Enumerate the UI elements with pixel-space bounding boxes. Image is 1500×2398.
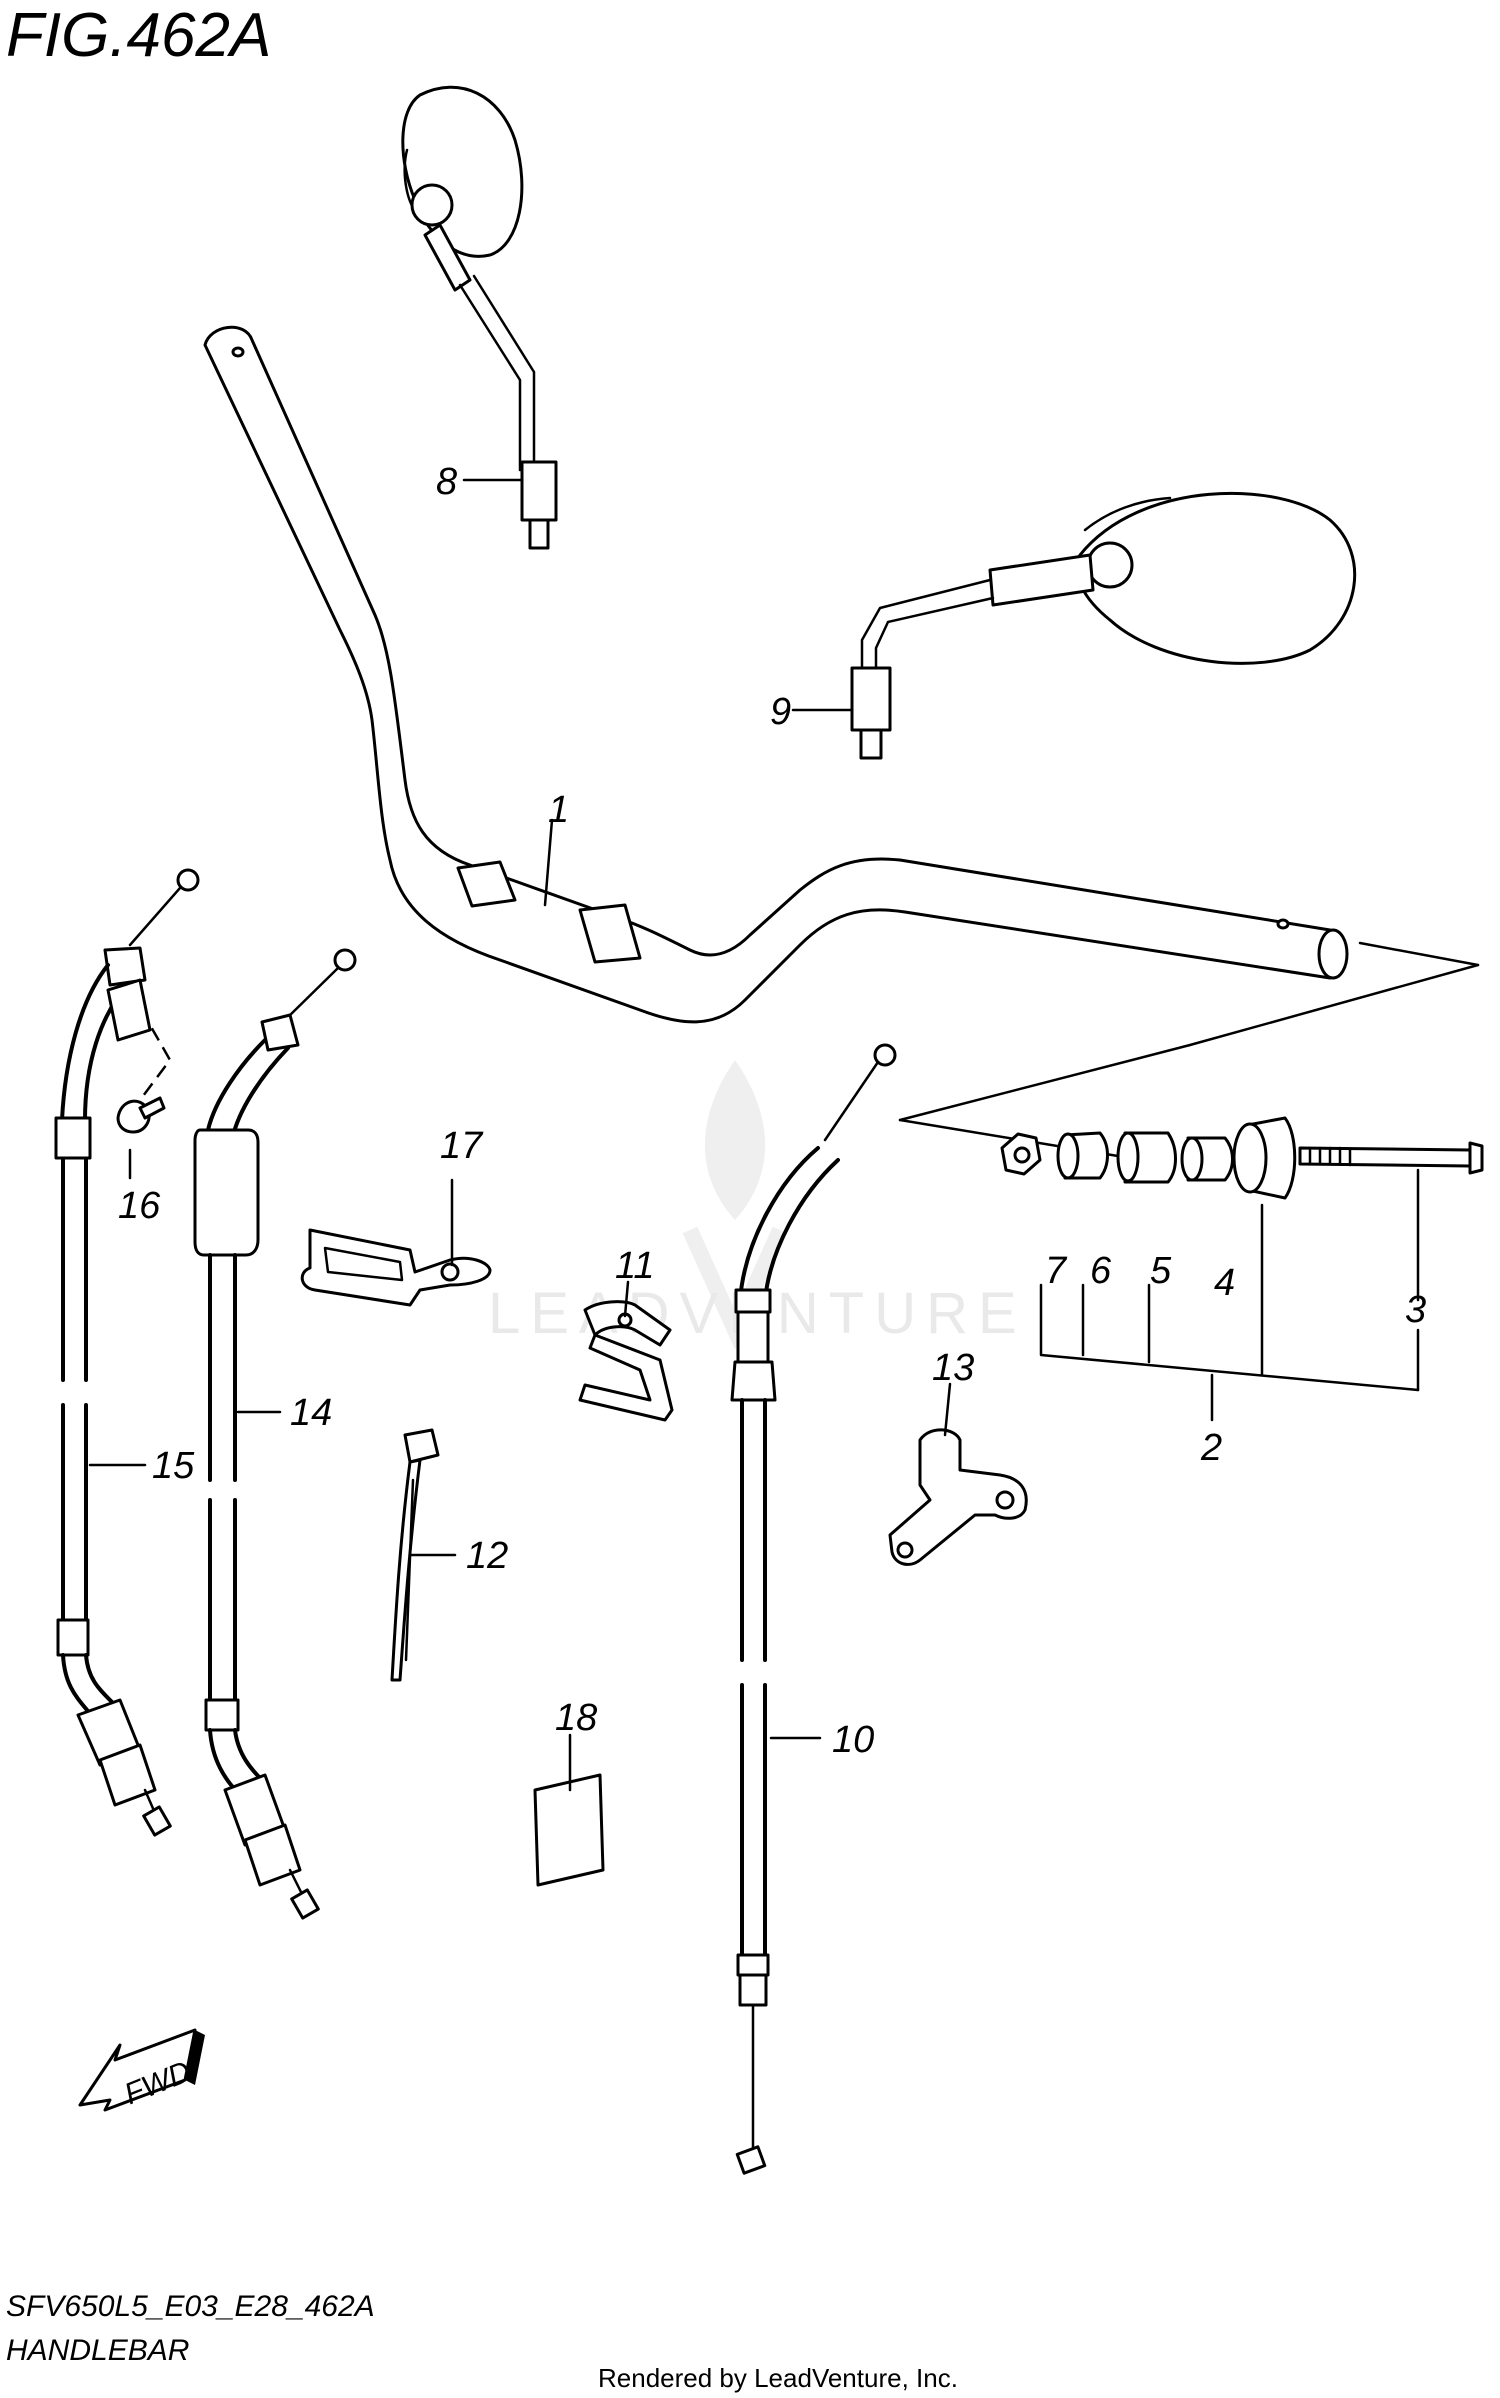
callout-8: 8 xyxy=(436,461,457,503)
part-2-balancer-weight[interactable] xyxy=(1232,1116,1297,1200)
part-3-screw[interactable] xyxy=(1298,1141,1484,1175)
part-1-handlebar[interactable] xyxy=(203,325,1349,1024)
callout-12: 12 xyxy=(466,1535,508,1577)
callout-9: 9 xyxy=(770,691,791,733)
part-5-spacer[interactable] xyxy=(1116,1131,1177,1184)
callout-13: 13 xyxy=(932,1347,974,1389)
part-4-spacer[interactable] xyxy=(1180,1136,1234,1182)
callout-16: 16 xyxy=(118,1185,161,1227)
model-code: SFV650L5_E03_E28_462A xyxy=(6,2290,375,2323)
callout-6: 6 xyxy=(1090,1250,1112,1292)
part-14-throttle-cable[interactable] xyxy=(193,948,357,1920)
callout-4: 4 xyxy=(1214,1262,1235,1304)
callout-1: 1 xyxy=(548,789,569,831)
part-11-clamp[interactable] xyxy=(578,1300,674,1422)
part-7-bolt[interactable] xyxy=(1000,1132,1042,1176)
render-credit: Rendered by LeadVenture, Inc. xyxy=(598,2363,958,2393)
part-9-right-mirror[interactable] xyxy=(850,491,1357,760)
callout-10: 10 xyxy=(832,1719,874,1761)
callout-7: 7 xyxy=(1045,1250,1068,1292)
callout-18: 18 xyxy=(555,1697,597,1739)
part-8-left-mirror[interactable] xyxy=(401,85,558,550)
part-18-label[interactable] xyxy=(533,1773,605,1887)
callout-11: 11 xyxy=(615,1245,654,1287)
part-10-clutch-cable[interactable] xyxy=(730,1043,897,2175)
part-17-clamp[interactable] xyxy=(300,1228,492,1307)
fwd-arrow-icon: FWD xyxy=(78,2028,205,2112)
part-13-bracket[interactable] xyxy=(888,1428,1028,1566)
weight-assembly-bracket xyxy=(1039,1168,1420,1422)
callout-2: 2 xyxy=(1200,1427,1222,1469)
part-12-cable-tie[interactable] xyxy=(390,1428,440,1682)
callout-14: 14 xyxy=(290,1392,332,1434)
callout-15: 15 xyxy=(152,1445,195,1487)
callout-17: 17 xyxy=(440,1125,484,1167)
callout-5: 5 xyxy=(1150,1250,1172,1292)
callout-leaders xyxy=(88,478,952,1792)
part-15-throttle-cable[interactable] xyxy=(54,868,200,1837)
callout-3: 3 xyxy=(1405,1289,1426,1331)
section-name: HANDLEBAR xyxy=(6,2334,189,2367)
handlebar-end-leader xyxy=(898,941,1480,1160)
figure-title: FIG.462A xyxy=(6,1,271,70)
part-6-spacer[interactable] xyxy=(1056,1131,1109,1180)
part-16-screw[interactable] xyxy=(116,1096,166,1134)
